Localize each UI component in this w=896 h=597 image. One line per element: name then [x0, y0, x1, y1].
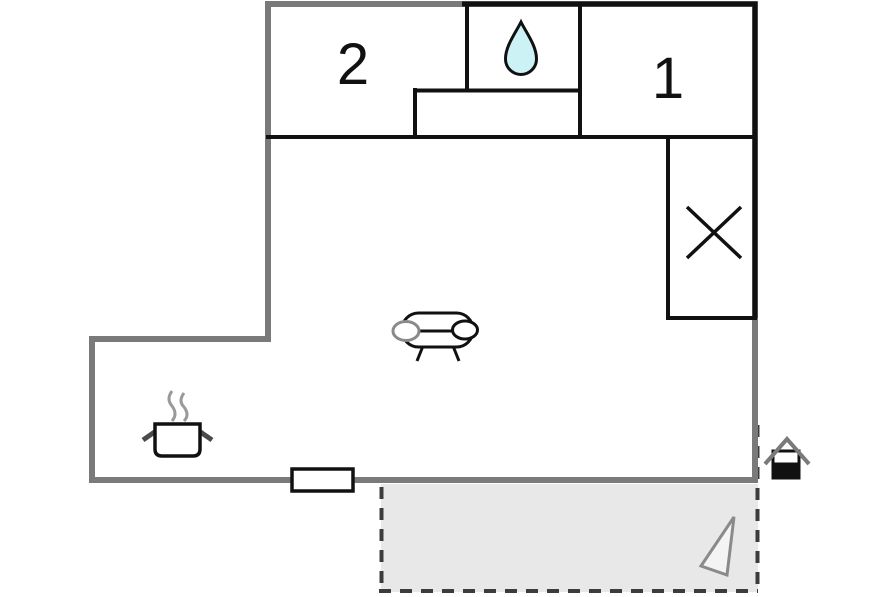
house-body-lower — [774, 462, 798, 477]
sofa-icon — [391, 311, 479, 362]
triangle-marker-icon — [698, 516, 736, 578]
window-marker — [290, 467, 355, 493]
house-entrance-icon — [763, 435, 811, 480]
house-roof — [763, 435, 811, 466]
sofa-armrest-left — [391, 320, 421, 342]
x-mark-icon — [685, 205, 743, 260]
interior-walls — [266, 2, 757, 320]
water-drop-icon — [503, 18, 539, 76]
steam-line-2 — [179, 392, 189, 423]
terrace-area — [381, 484, 758, 592]
sofa-armrest-right — [451, 319, 479, 341]
steam-line-1 — [167, 390, 177, 422]
x-mark-stroke-2 — [685, 205, 743, 260]
pot-body — [153, 422, 202, 458]
terrace — [379, 425, 760, 593]
cooking-pot-icon — [141, 390, 214, 458]
room-1-label: 1 — [652, 46, 684, 111]
room-2-label: 2 — [337, 32, 369, 97]
